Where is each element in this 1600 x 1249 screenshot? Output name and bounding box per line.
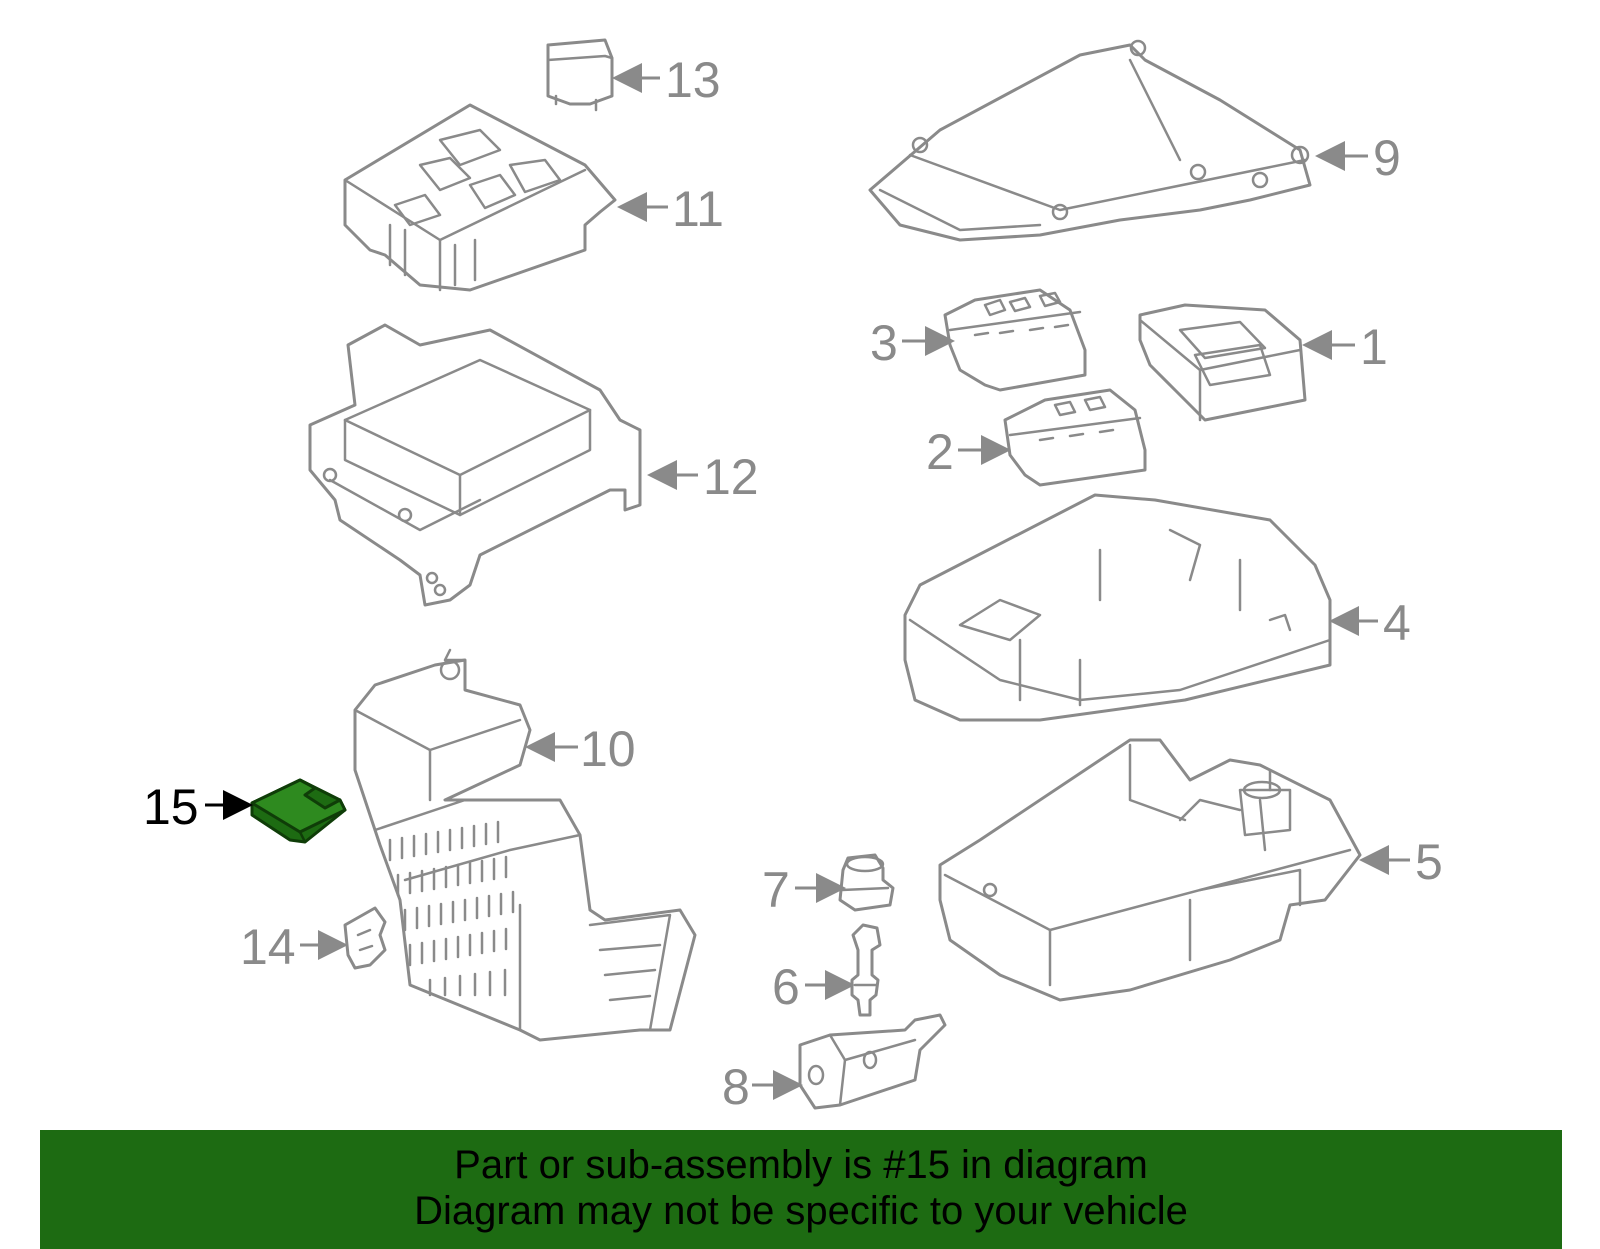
- junction-block-fuse-grid: [388, 820, 515, 997]
- part-7-grommet[interactable]: [838, 853, 895, 912]
- callout-8: 8: [722, 1059, 750, 1115]
- part-4-lower-housing[interactable]: [903, 493, 1332, 722]
- callout-10: 10: [580, 721, 636, 777]
- callout-9: 9: [1373, 130, 1401, 186]
- part-11-fuse-block[interactable]: [343, 103, 617, 292]
- callout-3: 3: [870, 315, 898, 371]
- callout-12: 12: [703, 449, 759, 505]
- callout-7: 7: [762, 862, 790, 918]
- part-15-fuse-highlighted[interactable]: [250, 778, 347, 844]
- callout-11: 11: [672, 181, 724, 237]
- callout-1: 1: [1360, 319, 1388, 375]
- callout-5: 5: [1415, 834, 1443, 890]
- part-14-clip[interactable]: [343, 906, 387, 970]
- part-12-bracket-tray[interactable]: [308, 323, 642, 607]
- part-13-relay[interactable]: [546, 38, 614, 112]
- callout-15: 15: [143, 779, 199, 835]
- callout-14: 14: [240, 919, 296, 975]
- callout-arrows: [205, 63, 1410, 1100]
- callout-4: 4: [1383, 595, 1411, 651]
- part-2-connector[interactable]: [1003, 388, 1147, 487]
- part-1-relay-holder[interactable]: [1138, 303, 1307, 422]
- callout-13: 13: [665, 52, 721, 108]
- part-6-stud[interactable]: [850, 923, 882, 1017]
- banner-line-1: Part or sub-assembly is #15 in diagram: [454, 1143, 1148, 1187]
- part-3-connector[interactable]: [943, 288, 1087, 392]
- banner-line-2: Diagram may not be specific to your vehi…: [414, 1189, 1188, 1233]
- part-10-junction-block[interactable]: [353, 648, 697, 1042]
- part-5-base-housing[interactable]: [938, 738, 1362, 1002]
- part-8-mounting-bracket[interactable]: [798, 1013, 947, 1110]
- part-9-cover[interactable]: [868, 39, 1312, 242]
- callout-6: 6: [772, 959, 800, 1015]
- callout-2: 2: [926, 424, 954, 480]
- info-banner: Part or sub-assembly is #15 in diagram D…: [40, 1130, 1562, 1249]
- parts-diagram: 13 11 12 9 3 1 2 4 10 5 7 6 8 14 15: [143, 38, 1443, 1115]
